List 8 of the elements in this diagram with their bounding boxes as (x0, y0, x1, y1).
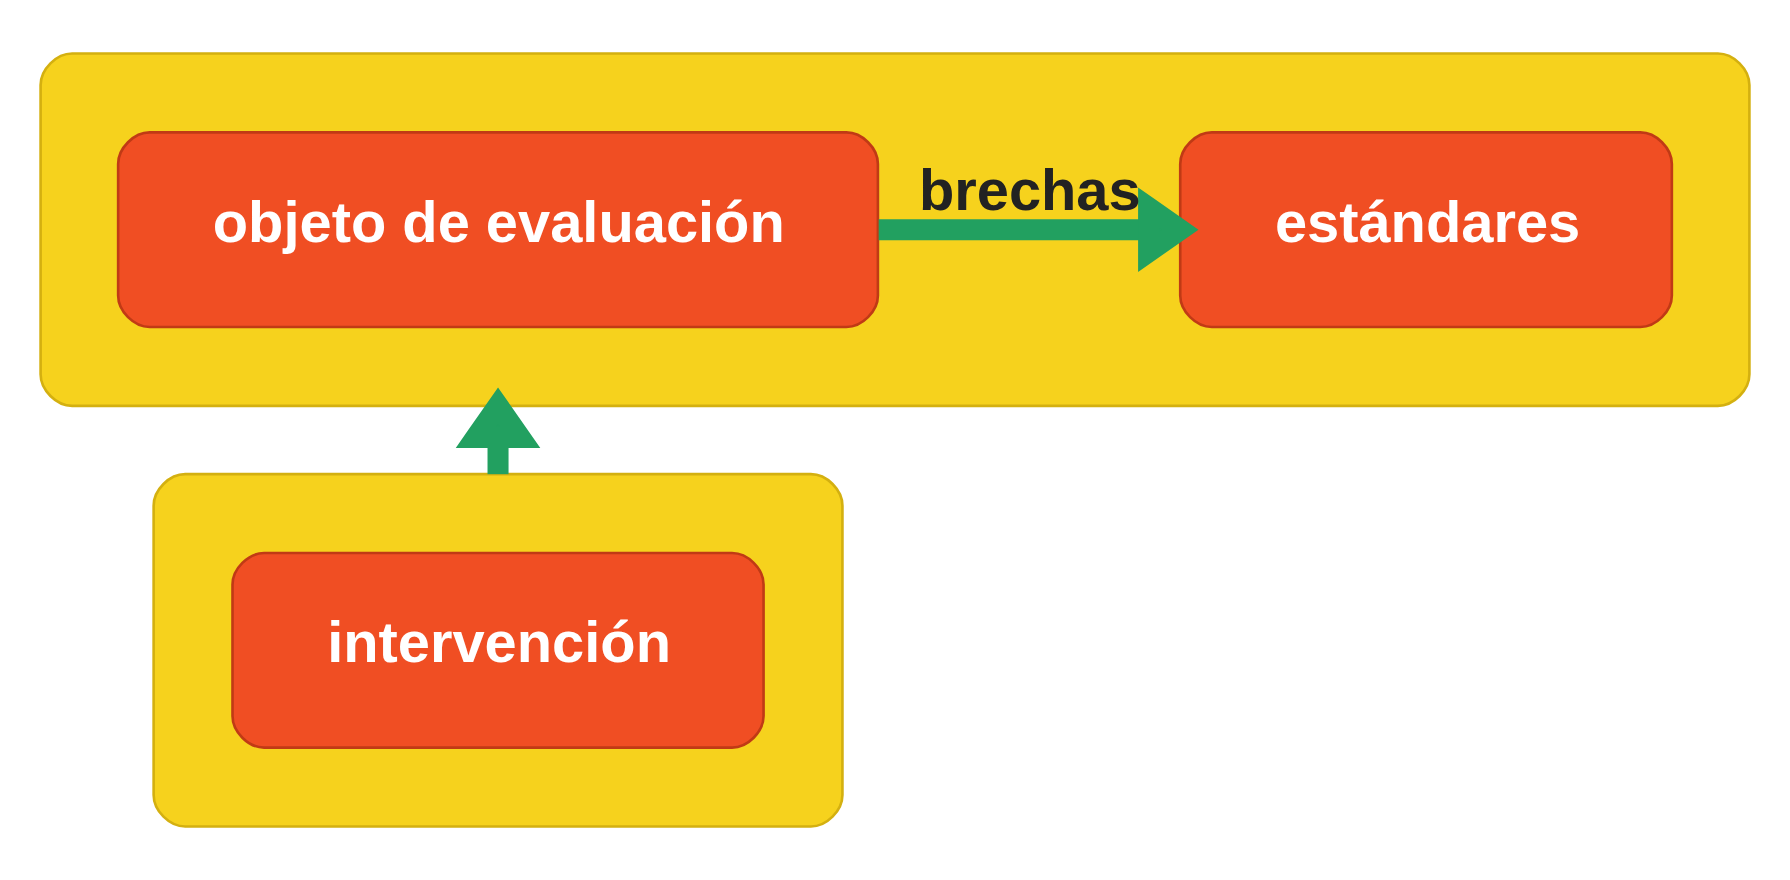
arrow (878, 187, 1199, 272)
cluster (39, 52, 1751, 408)
node-box: estándares (1178, 131, 1674, 329)
node-box: objeto de evaluación (116, 131, 880, 329)
node-box: intervención (231, 551, 765, 749)
arrow (455, 387, 541, 475)
edge-label: brechas (918, 158, 1141, 223)
cluster (152, 472, 844, 828)
